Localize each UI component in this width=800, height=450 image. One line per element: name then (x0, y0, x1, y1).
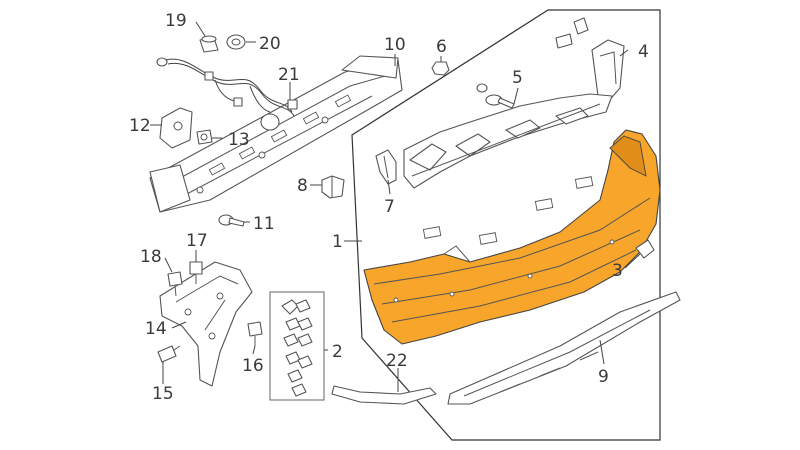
part-3-clip (635, 239, 655, 259)
callout-7: 7 (384, 197, 395, 217)
part-9-lower-valance (447, 291, 681, 405)
part-10-impact-bar (149, 55, 403, 213)
part-15-bolt (157, 345, 181, 363)
leader-lines (150, 21, 641, 392)
callout-1: 1 (332, 232, 343, 252)
callout-22: 22 (386, 351, 408, 371)
callout-4: 4 (638, 42, 649, 62)
assembly-frame (351, 9, 661, 441)
callout-6: 6 (436, 37, 447, 57)
part-20-grommet (226, 34, 246, 50)
callout-9: 9 (598, 367, 609, 387)
callout-11: 11 (253, 214, 275, 234)
part-5-clip (476, 83, 488, 93)
part-21-wiring-harness (156, 57, 298, 131)
callout-14: 14 (145, 319, 167, 339)
part-11-screw (218, 214, 245, 227)
callout-10: 10 (384, 35, 406, 55)
part-8-clip (321, 175, 345, 199)
callout-3: 3 (612, 261, 623, 281)
callout-20: 20 (259, 34, 281, 54)
part-14-bracket (159, 261, 253, 387)
callout-16: 16 (242, 356, 264, 376)
part-18-bolt (167, 271, 183, 297)
part-12-bracket (159, 107, 193, 149)
callout-17: 17 (186, 231, 208, 251)
part-16-bolt (247, 321, 263, 346)
part-7-bracket (375, 149, 397, 185)
part-upper-clip (555, 17, 589, 49)
part-13-bolt (196, 129, 213, 145)
part-2-fastener-kit (269, 291, 325, 401)
callout-18: 18 (140, 247, 162, 267)
callout-2: 2 (332, 342, 343, 362)
callout-13: 13 (228, 130, 250, 150)
part-17-bolt (189, 261, 203, 284)
callout-19: 19 (165, 11, 187, 31)
callout-15: 15 (152, 384, 174, 404)
part-19-clip (199, 35, 219, 53)
part-6-nut (431, 61, 450, 76)
callout-21: 21 (278, 65, 300, 85)
part-absorber (403, 93, 613, 189)
part-5-screw (485, 94, 515, 109)
part-22-trim-strip (331, 385, 437, 405)
callout-5: 5 (512, 68, 523, 88)
callout-labels: 1 2 3 4 5 6 7 8 9 10 11 12 13 14 15 16 1… (129, 11, 649, 404)
callout-8: 8 (297, 176, 308, 196)
part-1-bumper-cover (363, 129, 661, 345)
callout-12: 12 (129, 116, 151, 136)
